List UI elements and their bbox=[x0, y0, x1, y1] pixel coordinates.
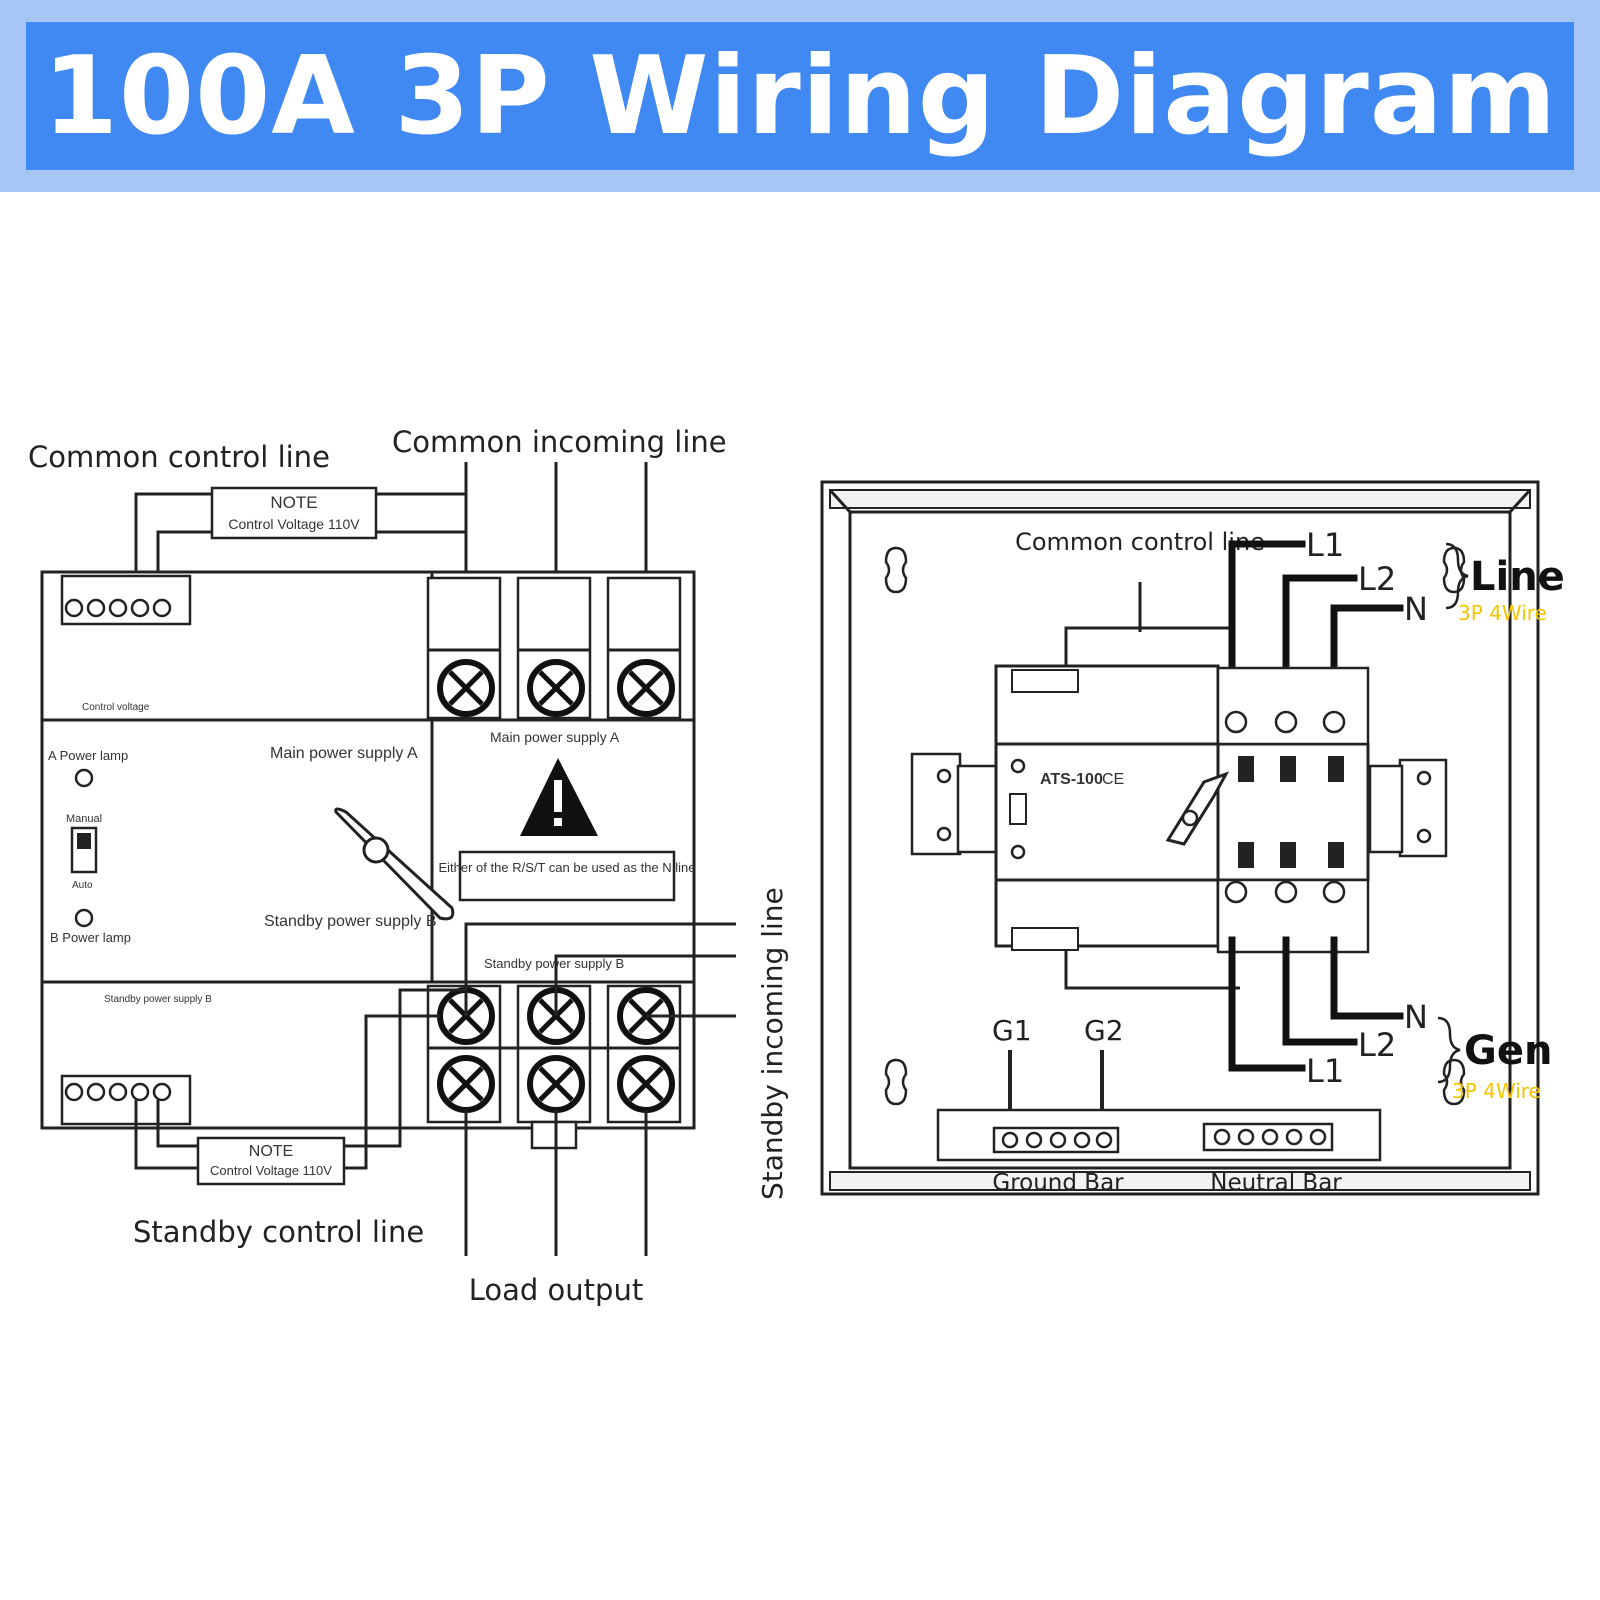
title-banner-inner: 100A 3P Wiring Diagram bbox=[26, 22, 1574, 170]
ground-bar-screws bbox=[1001, 1131, 1113, 1149]
note-top-text: Control Voltage 110V bbox=[228, 516, 360, 532]
line-brace bbox=[1445, 542, 1469, 610]
main-power-supply-a-label: Main power supply A bbox=[270, 745, 418, 762]
neutral-bar-label: Neutral Bar bbox=[1210, 1170, 1342, 1196]
gen-label-l1: L1 bbox=[1306, 1052, 1344, 1090]
gen-brace bbox=[1437, 1016, 1461, 1084]
b-power-lamp-label: B Power lamp bbox=[50, 930, 131, 945]
common-control-line-label: Common control line bbox=[28, 440, 330, 474]
control-wire-bottom-3 bbox=[344, 988, 466, 1148]
control-voltage-label-top: Control voltage bbox=[82, 702, 150, 713]
standby-power-supply-small-label: Standby power supply B bbox=[104, 994, 212, 1005]
manual-label: Manual bbox=[66, 813, 102, 825]
standby-incoming-line-label: Standby incoming line bbox=[756, 887, 789, 1200]
gen-wire-n bbox=[1330, 936, 1404, 1020]
top-terminal-screws bbox=[437, 659, 675, 717]
main-power-supply-a-panel-label: Main power supply A bbox=[490, 729, 620, 745]
standby-power-supply-panel-label: Standby power supply B bbox=[484, 956, 624, 971]
line-group-label: Line bbox=[1470, 554, 1565, 600]
ground-label-g1: G1 bbox=[992, 1014, 1032, 1047]
gen-group-label: Gen bbox=[1464, 1028, 1552, 1074]
a-power-lamp bbox=[74, 768, 94, 788]
note-box-bottom bbox=[196, 1136, 346, 1186]
left-ats-unit: Common control line Common incoming line… bbox=[28, 425, 789, 1307]
warning-icon bbox=[520, 758, 598, 836]
control-wire-bottom-4 bbox=[344, 1014, 440, 1170]
gen-wire-l1 bbox=[1228, 936, 1306, 1072]
ground-bar-label: Ground Bar bbox=[992, 1170, 1124, 1196]
note-bottom-heading: NOTE bbox=[249, 1143, 293, 1160]
load-output-label: Load output bbox=[469, 1273, 643, 1307]
warning-note-box bbox=[458, 850, 676, 902]
gen-label-n: N bbox=[1404, 998, 1428, 1036]
line-label-n: N bbox=[1404, 590, 1428, 628]
common-incoming-line-label: Common incoming line bbox=[392, 425, 727, 459]
title-banner: 100A 3P Wiring Diagram bbox=[0, 0, 1600, 192]
ats-device bbox=[910, 664, 1448, 954]
note-top-heading: NOTE bbox=[270, 493, 317, 512]
manual-auto-switch[interactable] bbox=[70, 826, 98, 874]
b-power-lamp bbox=[74, 908, 94, 928]
bottom-terminal-screws-lower bbox=[437, 1055, 675, 1113]
control-wire-top-1 bbox=[134, 492, 212, 600]
line-wire-l1 bbox=[1228, 540, 1306, 684]
standby-control-line-label: Standby control line bbox=[133, 1215, 424, 1249]
neutral-bar-screws bbox=[1213, 1128, 1327, 1146]
gen-wire-l2 bbox=[1282, 936, 1358, 1046]
standby-incoming-wire-1 bbox=[464, 922, 736, 1016]
line-label-l1: L1 bbox=[1306, 526, 1344, 564]
control-wire-bottom-1 bbox=[134, 1100, 198, 1170]
right-standby-control-wire bbox=[1064, 950, 1240, 990]
right-enclosure: Common control line L1 L2 N Line 3P 4Wir… bbox=[820, 480, 1565, 1196]
warning-note-line: Either of the R/S/T can be used as the N… bbox=[438, 860, 695, 875]
a-power-lamp-label: A Power lamp bbox=[48, 748, 128, 763]
control-terminal-screws-top bbox=[64, 598, 172, 618]
enclosure-corner-tr bbox=[1508, 488, 1532, 514]
enclosure-corner-tl bbox=[828, 488, 852, 514]
auto-label: Auto bbox=[72, 880, 93, 891]
right-common-control-label: Common control line bbox=[1015, 528, 1265, 556]
note-bottom-text: Control Voltage 110V bbox=[210, 1163, 332, 1178]
line-wire-l2 bbox=[1282, 574, 1358, 684]
control-terminal-screws-bottom bbox=[64, 1082, 172, 1102]
device-ce-mark: CE bbox=[1102, 771, 1124, 788]
standby-power-supply-b-label: Standby power supply B bbox=[264, 913, 437, 930]
manual-auto-switch-knob bbox=[77, 833, 91, 849]
control-wire-bottom-2 bbox=[156, 1100, 198, 1148]
ground-label-g2: G2 bbox=[1084, 1014, 1124, 1047]
line-label-l2: L2 bbox=[1358, 560, 1396, 598]
gen-group-sublabel: 3P 4Wire bbox=[1452, 1079, 1541, 1103]
device-model-label: ATS-100 bbox=[1040, 771, 1103, 788]
line-group-sublabel: 3P 4Wire bbox=[1458, 601, 1547, 625]
line-wire-n bbox=[1330, 604, 1404, 684]
control-terminal-bottom bbox=[60, 1074, 192, 1126]
page-title: 100A 3P Wiring Diagram bbox=[42, 33, 1558, 159]
enclosure-bottom-lip bbox=[829, 1171, 1531, 1191]
transfer-handle[interactable] bbox=[334, 807, 455, 921]
note-box-top bbox=[210, 486, 378, 540]
standby-incoming-wire-2 bbox=[554, 954, 736, 1016]
gen-label-l2: L2 bbox=[1358, 1026, 1396, 1064]
enclosure-top-lip bbox=[829, 489, 1531, 509]
control-terminal-top bbox=[60, 574, 192, 626]
warning-note-text: Either of the R/S/T can be used as the N… bbox=[438, 860, 695, 875]
